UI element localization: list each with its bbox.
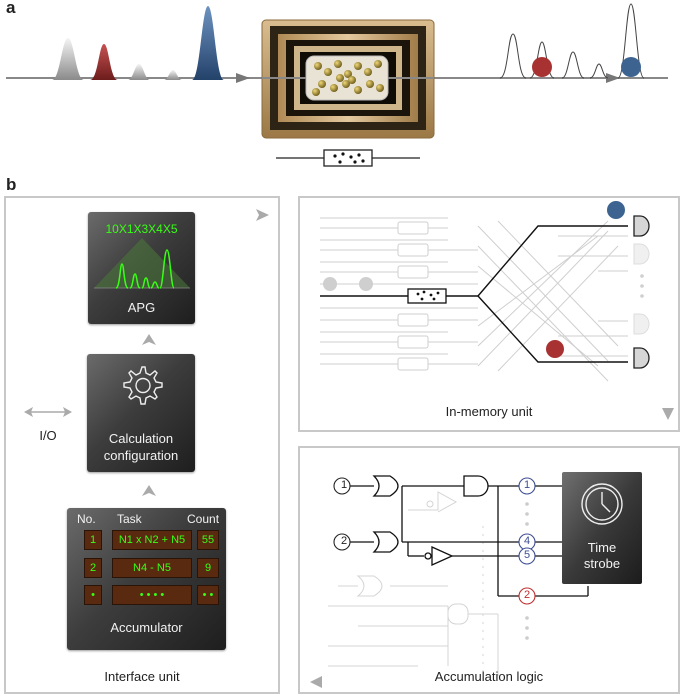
time-strobe-label: Time strobe [562, 540, 642, 572]
in-memory-unit-title: In-memory unit [445, 404, 533, 419]
output-dot-blue [621, 57, 641, 77]
logic-channel-2: 2 [523, 589, 531, 601]
beam-arrow-out [606, 73, 620, 83]
in-memory-unit-panel [298, 196, 680, 432]
input-pulse-small-1 [128, 64, 150, 80]
logic-channel-1: 1 [523, 479, 531, 491]
interface-unit-panel [4, 196, 280, 694]
logic-input-1: 1 [340, 479, 348, 491]
input-pulse-blue [192, 6, 224, 80]
acc-col-count: Count [187, 512, 220, 526]
acc-col-task: Task [117, 512, 142, 526]
accumulator-box: No. Task Count 1 N1 x N2 + N5 55 2 N4 - … [67, 508, 226, 650]
accumulation-logic-title: Accumulation logic [434, 669, 544, 684]
logic-input-2: 2 [340, 535, 348, 547]
acc-row1-no: 1 [84, 530, 102, 550]
acc-row1-count: 55 [197, 530, 219, 550]
calculation-config-box[interactable]: Calculation configuration [87, 354, 195, 472]
panel-b-label: b [6, 175, 17, 194]
acc-row1-task: N1 x N2 + N5 [112, 530, 192, 550]
io-arrow-icon [24, 407, 72, 417]
accumulator-label: Accumulator [110, 620, 183, 635]
input-pulse-small-2 [164, 70, 182, 80]
clock-icon [581, 483, 623, 525]
acc-row3-task: • • • • [112, 585, 192, 605]
acc-row2-task: N4 - N5 [112, 558, 192, 578]
interface-unit-title: Interface unit [104, 669, 180, 684]
panel-a-illustration [6, 3, 668, 167]
acc-row3-count: • • [197, 585, 219, 605]
accumulation-logic-panel [298, 446, 680, 694]
acc-row2-no: 2 [84, 558, 102, 578]
panel-a-label: a [6, 0, 16, 17]
calc-line1: Calculation [108, 431, 174, 446]
acc-col-no: No. [77, 512, 96, 526]
logic-channel-5: 5 [523, 549, 531, 561]
memory-cell [261, 19, 435, 139]
io-label: I/O [39, 428, 57, 443]
arrow-up-icon-2 [142, 485, 156, 496]
apg-pulse-plot [94, 238, 190, 289]
acc-row2-count: 9 [197, 558, 219, 578]
apg-label: APG [127, 300, 156, 315]
accumulation-logic-diagram [310, 472, 642, 688]
corner-arrow-icon [256, 209, 269, 221]
arrow-up-icon [142, 334, 156, 345]
memory-symbol [276, 149, 420, 167]
output-dot-red [532, 57, 552, 77]
logic-channel-4: 4 [523, 535, 531, 547]
strobe-line2: strobe [583, 556, 621, 571]
in-memory-diagram [320, 201, 674, 420]
strobe-line1: Time [587, 540, 617, 555]
beam-arrow-in [236, 73, 250, 83]
calc-line2: configuration [103, 448, 179, 463]
input-pulse-grey [52, 38, 84, 80]
gear-icon [123, 366, 163, 405]
apg-box: 10X1X3X4X5 APG [88, 212, 195, 324]
acc-row3-no: • [84, 585, 102, 605]
input-pulse-red [90, 44, 118, 80]
apg-sequence: 10X1X3X4X5 [105, 222, 178, 236]
